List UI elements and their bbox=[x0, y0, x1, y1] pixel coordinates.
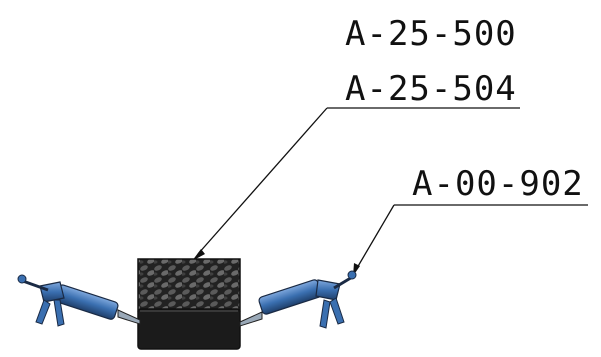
callout-label-a-25-500: A-25-500 bbox=[345, 14, 517, 54]
callout-label-a-00-902: A-00-902 bbox=[412, 164, 584, 204]
caulk-gun-icon bbox=[239, 270, 357, 329]
leader-line-right bbox=[353, 204, 588, 276]
caulk-gun-icon bbox=[17, 274, 141, 327]
callout-label-a-25-504: A-25-504 bbox=[345, 69, 517, 109]
leader-line-top bbox=[192, 107, 520, 261]
textured-block-icon bbox=[137, 258, 241, 350]
